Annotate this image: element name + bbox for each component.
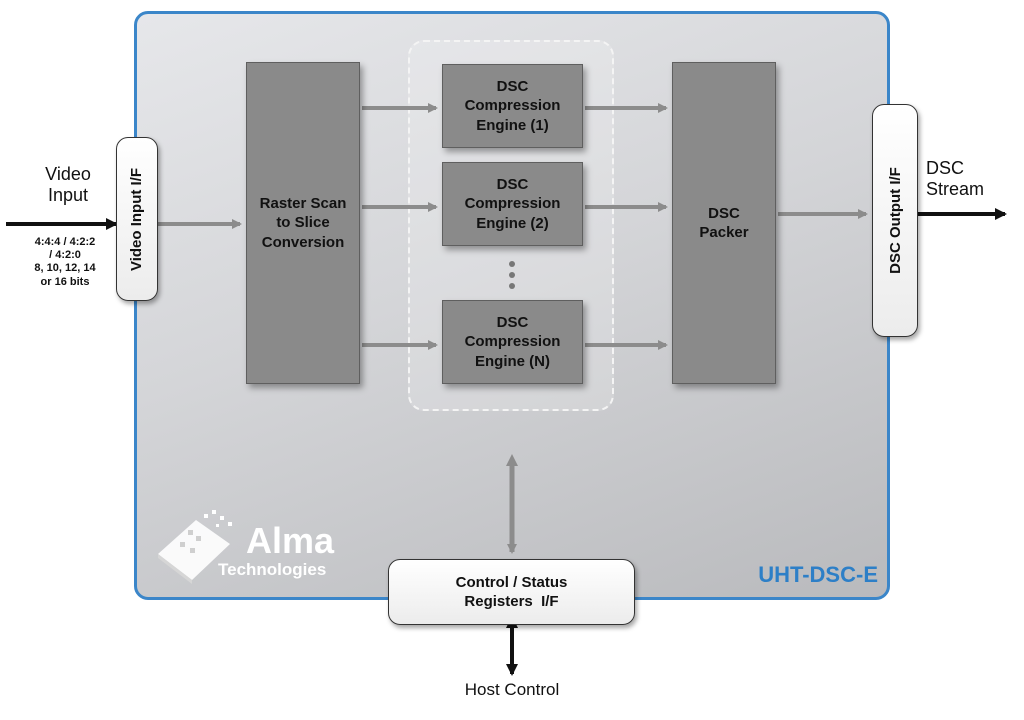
video-input-if-label: Video Input I/F — [128, 167, 146, 271]
dsc-stream-label: DSC Stream — [926, 158, 985, 199]
host-control-label: Host Control — [464, 680, 560, 699]
video-input-if-block: Video Input I/F — [116, 137, 158, 301]
dsc-packer-block: DSC Packer — [672, 62, 776, 384]
dsc-output-if-label: DSC Output I/F — [886, 167, 904, 274]
ellipsis-dot — [509, 272, 515, 278]
alma-logo-icon — [158, 510, 232, 584]
input-formats-label: 4:4:4 / 4:2:2 / 4:2:0 8, 10, 12, 14 or 1… — [34, 236, 96, 288]
compression-engine-2: DSC Compression Engine (2) — [442, 162, 583, 246]
compression-engine-n-label: DSC Compression Engine (N) — [464, 313, 561, 370]
compression-engine-1: DSC Compression Engine (1) — [442, 64, 583, 148]
compression-engine-1-label: DSC Compression Engine (1) — [464, 77, 561, 134]
compression-engine-2-label: DSC Compression Engine (2) — [464, 175, 561, 232]
compression-engine-n: DSC Compression Engine (N) — [442, 300, 583, 384]
dsc-output-if-block: DSC Output I/F — [872, 104, 918, 337]
raster-scan-block: Raster Scan to Slice Conversion — [246, 62, 360, 384]
raster-scan-label: Raster Scan to Slice Conversion — [259, 194, 347, 251]
core-name-label: UHT-DSC-E — [758, 562, 878, 587]
video-input-label: Video Input — [45, 164, 91, 205]
control-status-if-block: Control / Status Registers I/F — [388, 559, 635, 625]
ellipsis-dot — [509, 261, 515, 267]
dsc-packer-label: DSC Packer — [699, 204, 749, 242]
ellipsis-dot — [509, 283, 515, 289]
alma-logo-name: Alma — [246, 520, 335, 561]
alma-logo: Alma Technologies — [150, 506, 350, 586]
alma-logo-subtitle: Technologies — [218, 560, 327, 579]
control-status-if-label: Control / Status Registers I/F — [455, 573, 568, 611]
